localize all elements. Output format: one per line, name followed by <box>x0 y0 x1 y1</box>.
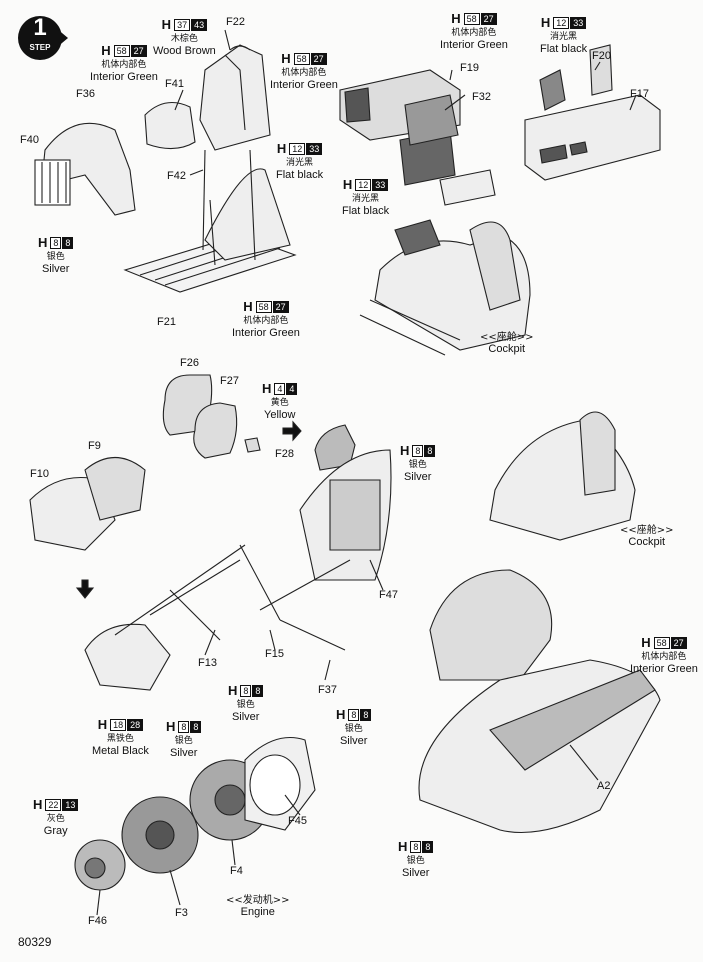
part-label: F22 <box>226 16 245 28</box>
part-label: F4 <box>230 865 243 877</box>
engine-caption: <<发动机>> Engine <box>226 895 290 918</box>
part-label: F9 <box>88 440 101 452</box>
part-label: F20 <box>592 50 611 62</box>
part-label: F13 <box>198 657 217 669</box>
part-label: F19 <box>460 62 479 74</box>
part-label: F42 <box>167 170 186 182</box>
step-badge: 1 STEP <box>16 12 70 66</box>
part-label: F37 <box>318 684 337 696</box>
document-number: 80329 <box>18 935 52 949</box>
part-label: F27 <box>220 375 239 387</box>
part-label: F45 <box>288 815 307 827</box>
part-label: F41 <box>165 78 184 90</box>
part-label: F3 <box>175 907 188 919</box>
part-label: F26 <box>180 357 199 369</box>
part-label: F10 <box>30 468 49 480</box>
step-number: 1 <box>33 14 47 41</box>
part-label: F40 <box>20 134 39 146</box>
part-label: F36 <box>76 88 95 100</box>
part-label: F21 <box>157 316 176 328</box>
part-label: F28 <box>275 448 294 460</box>
cockpit-caption: <<座舱>> Cockpit <box>620 525 674 548</box>
cockpit-caption: <<座舱>> Cockpit <box>480 332 534 355</box>
part-label: F46 <box>88 915 107 927</box>
part-label: F32 <box>472 91 491 103</box>
part-label: A2 <box>597 780 611 792</box>
part-label: F47 <box>379 589 398 601</box>
part-label: F15 <box>265 648 284 660</box>
step-word: STEP <box>29 43 51 52</box>
part-label: F17 <box>630 88 649 100</box>
